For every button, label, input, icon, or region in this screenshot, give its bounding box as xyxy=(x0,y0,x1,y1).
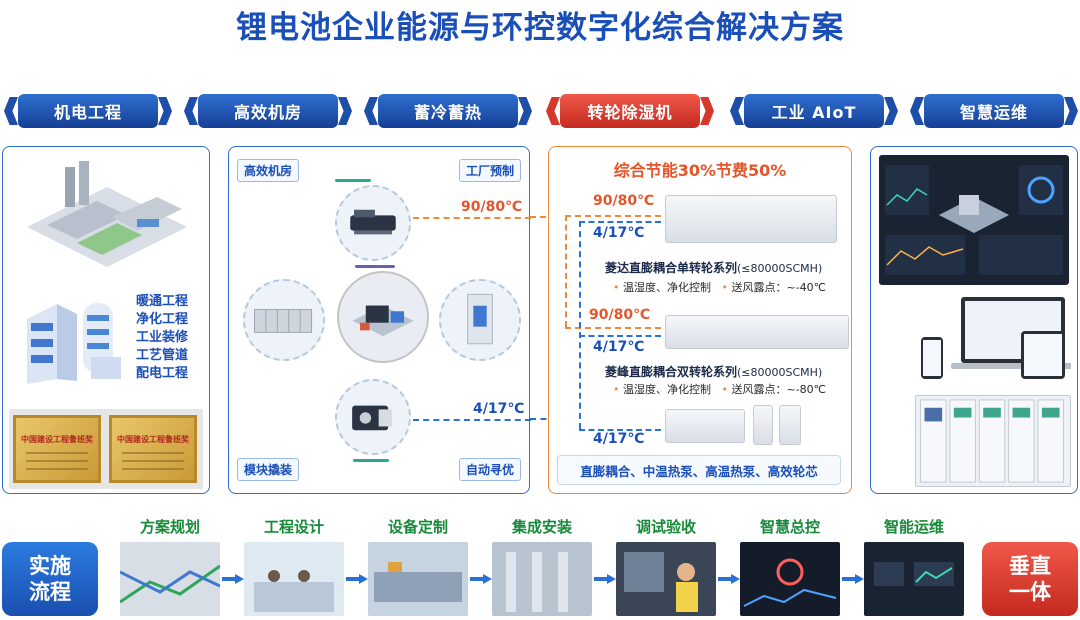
list-item: 工艺管道 xyxy=(136,348,189,363)
step-integrated-installation: 集成安装 xyxy=(492,516,592,616)
room-cold-temp: 4/17℃ xyxy=(473,401,525,417)
step-image xyxy=(244,542,344,616)
chevron-right-icon xyxy=(884,97,898,125)
panel-efficient-plant-room: 高效机房 工厂预制 模块撬装 自动寻优 xyxy=(228,146,531,494)
dehum-cold-temp-2: 4/17℃ xyxy=(593,339,645,355)
arrow-right-icon xyxy=(594,574,616,584)
tab-thermal-storage[interactable]: 蓄冷蓄热 xyxy=(364,94,532,128)
list-item: 配电工程 xyxy=(136,366,189,381)
step-image xyxy=(120,542,220,616)
chevron-left-icon xyxy=(910,97,924,125)
devices-illustration xyxy=(921,297,1071,379)
dehumidifier-cabinet xyxy=(753,405,773,445)
double-rotor-unit xyxy=(665,315,849,349)
step-image xyxy=(616,542,716,616)
chevron-left-icon xyxy=(730,97,744,125)
dehumidifier-unit xyxy=(665,409,745,443)
dehum-cold-temp-1: 4/17℃ xyxy=(593,225,645,241)
chevron-left-icon xyxy=(364,97,378,125)
chevron-right-icon xyxy=(700,97,714,125)
chevron-right-icon xyxy=(158,97,172,125)
panel-rotary-dehumidifier: 综合节能30%节费50% 90/80℃ 90/80℃ 4/17℃ 4/17℃ 4… xyxy=(548,146,852,494)
tab-rotary-dehumidifier[interactable]: 转轮除湿机 xyxy=(546,94,714,128)
arrow-right-icon xyxy=(222,574,244,584)
step-intelligent-operations: 智能运维 xyxy=(864,516,964,616)
tag-efficient-plant-room: 高效机房 xyxy=(237,159,300,182)
step-commissioning-acceptance: 调试验收 xyxy=(616,516,716,616)
step-engineering-design: 工程设计 xyxy=(244,516,344,616)
step-image xyxy=(492,542,592,616)
step-image xyxy=(368,542,468,616)
step-image xyxy=(864,542,964,616)
series-1: 菱达直膨耦合单转轮系列(≤80000SCMH) xyxy=(605,261,823,275)
arrow-right-icon xyxy=(346,574,368,584)
energy-saving-headline: 综合节能30%节费50% xyxy=(613,161,787,180)
step-smart-central-control: 智慧总控 xyxy=(740,516,840,616)
technology-summary: 直膨耦合、中温热泵、高温热泵、高效轮芯 xyxy=(557,455,841,485)
chiller-unit xyxy=(335,185,411,261)
series-1-features: • 温湿度、净化控制 • 送风露点：~-40℃ xyxy=(613,281,827,294)
chiller-unit xyxy=(335,379,411,455)
list-item: 工业装修 xyxy=(136,330,189,345)
award-plaques: 中国建设工程鲁班奖 中国建设工程鲁班奖 xyxy=(9,409,203,489)
list-item: 暖通工程 xyxy=(136,294,189,309)
page-title: 锂电池企业能源与环控数字化综合解决方案 xyxy=(236,10,844,46)
dehum-cold-temp-3: 4/17℃ xyxy=(593,431,645,447)
step-equipment-customization: 设备定制 xyxy=(368,516,468,616)
list-item: 净化工程 xyxy=(136,312,189,327)
chevron-left-icon xyxy=(546,97,560,125)
air-handler-unit xyxy=(243,279,325,361)
chevron-left-icon xyxy=(4,97,18,125)
tab-industrial-aiot[interactable]: 工业 AIoT xyxy=(730,94,898,128)
arrow-right-icon xyxy=(842,574,864,584)
chevron-right-icon xyxy=(338,97,352,125)
solution-tabs: 机电工程 高效机房 蓄冷蓄热 转轮除湿机 工业 AIoT 智慧运维 xyxy=(0,94,1080,128)
power-plant-illustration xyxy=(27,161,187,267)
step-image xyxy=(740,542,840,616)
chevron-right-icon xyxy=(1064,97,1078,125)
skid-module-center xyxy=(337,271,429,363)
control-cabinets xyxy=(915,395,1071,487)
dehum-hot-temp-2: 90/80℃ xyxy=(589,307,651,323)
chevron-right-icon xyxy=(518,97,532,125)
dehum-hot-temp-1: 90/80℃ xyxy=(593,193,655,209)
step-solution-planning: 方案规划 xyxy=(120,516,220,616)
panel-smart-operations xyxy=(870,146,1078,494)
panel-mep-engineering: 暖通工程 净化工程 工业装修 工艺管道 配电工程 中国建设工程鲁班奖 中国建设工… xyxy=(2,146,210,494)
series-2-features: • 温湿度、净化控制 • 送风露点：~-80℃ xyxy=(613,383,827,396)
implementation-process-label: 实施流程 xyxy=(2,542,98,616)
room-hot-temp: 90/80℃ xyxy=(461,199,523,215)
vertical-integration-label: 垂直一体 xyxy=(982,542,1078,616)
dashboard-screenshot xyxy=(879,155,1069,285)
tab-efficient-plant-room[interactable]: 高效机房 xyxy=(184,94,352,128)
mep-item-list: 暖通工程 净化工程 工业装修 工艺管道 配电工程 xyxy=(136,293,188,383)
building-illustration xyxy=(27,303,121,384)
award-plaque: 中国建设工程鲁班奖 xyxy=(13,415,101,483)
dehumidifier-cabinet xyxy=(779,405,801,445)
tag-auto-optimize: 自动寻优 xyxy=(458,458,521,481)
series-2: 菱峰直膨耦合双转轮系列(≤80000SCMH) xyxy=(605,365,823,379)
chevron-left-icon xyxy=(184,97,198,125)
arrow-right-icon xyxy=(470,574,492,584)
tab-smart-operations[interactable]: 智慧运维 xyxy=(910,94,1078,128)
arrow-right-icon xyxy=(718,574,740,584)
cooling-tower-unit xyxy=(439,279,521,361)
tab-mep-engineering[interactable]: 机电工程 xyxy=(4,94,172,128)
award-plaque: 中国建设工程鲁班奖 xyxy=(109,415,197,483)
tag-skid-module: 模块撬装 xyxy=(237,458,300,481)
tag-factory-prefab: 工厂预制 xyxy=(458,159,521,182)
single-rotor-unit xyxy=(665,195,837,243)
